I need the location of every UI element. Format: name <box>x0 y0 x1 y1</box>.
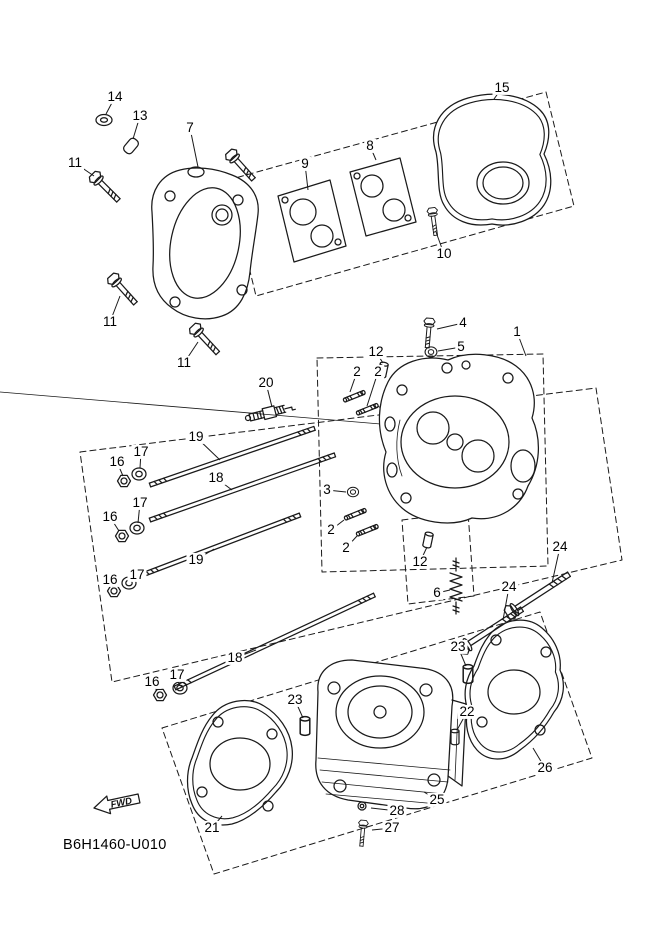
part-callout-2-15[interactable]: 2 <box>351 363 363 380</box>
part-callout-21-44[interactable]: 21 <box>202 819 222 836</box>
part-callout-15-7[interactable]: 15 <box>492 79 512 96</box>
part-21-cylinder-gasket <box>186 699 294 826</box>
part-callout-23-40[interactable]: 23 <box>285 691 305 708</box>
fwd-arrow: FWD <box>93 793 141 815</box>
part-callout-24-32[interactable]: 24 <box>499 578 519 595</box>
part-callout-11-10[interactable]: 11 <box>174 354 194 371</box>
part-callout-22-38[interactable]: 22 <box>457 703 477 720</box>
part-callout-10-8[interactable]: 10 <box>434 245 454 262</box>
part-8-plate <box>349 157 417 237</box>
part-callout-13-2[interactable]: 13 <box>130 107 150 124</box>
part-7-head-cover <box>151 166 259 320</box>
part-callout-9-5[interactable]: 9 <box>299 155 311 172</box>
part-callout-17-35[interactable]: 17 <box>167 666 187 683</box>
part-callout-19-28[interactable]: 19 <box>186 551 206 568</box>
part-callout-18-21[interactable]: 18 <box>206 469 226 486</box>
part-callout-24-33[interactable]: 24 <box>550 538 570 555</box>
part-callout-20-17[interactable]: 20 <box>256 374 276 391</box>
part-20-spark-plug <box>244 404 296 422</box>
diagram-code: B6H1460-U010 <box>63 837 167 853</box>
fwd-label: FWD <box>110 796 134 811</box>
part-19-stud <box>140 425 316 578</box>
part-callout-12-14[interactable]: 12 <box>366 343 386 360</box>
part-1-cylinder-head <box>378 353 540 524</box>
part-callout-16-30[interactable]: 16 <box>100 571 120 588</box>
part-14-washer <box>95 113 113 127</box>
part-callout-5-12[interactable]: 5 <box>455 338 467 355</box>
part-callout-11-4[interactable]: 11 <box>65 154 85 171</box>
part-callout-16-24[interactable]: 16 <box>100 508 120 525</box>
part-9-gasket-plate <box>277 179 347 263</box>
part-callout-4-11[interactable]: 4 <box>457 314 469 331</box>
part-callout-19-18[interactable]: 19 <box>186 428 206 445</box>
part-28-fitting <box>357 801 367 811</box>
part-callout-14-1[interactable]: 14 <box>105 88 125 105</box>
part-callout-2-26[interactable]: 2 <box>340 539 352 556</box>
part-13-grommet <box>123 137 139 155</box>
part-6-stud-spring <box>449 557 463 615</box>
part-callout-28-42[interactable]: 28 <box>387 802 407 819</box>
part-callout-26-39[interactable]: 26 <box>535 759 555 776</box>
part-callout-1-13[interactable]: 1 <box>511 323 523 340</box>
part-callout-11-9[interactable]: 11 <box>100 313 120 330</box>
part-callout-7-3[interactable]: 7 <box>184 119 196 136</box>
part-15-head-cover-gasket <box>432 93 552 226</box>
part-callout-25-41[interactable]: 25 <box>427 791 447 808</box>
part-callout-2-25[interactable]: 2 <box>325 521 337 538</box>
part-callout-12-27[interactable]: 12 <box>410 553 430 570</box>
part-callout-16-36[interactable]: 16 <box>142 673 162 690</box>
part-callout-27-43[interactable]: 27 <box>382 819 402 836</box>
part-callout-17-29[interactable]: 17 <box>127 566 147 583</box>
part-callout-16-20[interactable]: 16 <box>107 453 127 470</box>
part-callout-8-6[interactable]: 8 <box>364 137 376 154</box>
part-callout-17-23[interactable]: 17 <box>130 494 150 511</box>
part-callout-17-19[interactable]: 17 <box>131 443 151 460</box>
part-callout-18-34[interactable]: 18 <box>225 649 245 666</box>
part-callout-6-31[interactable]: 6 <box>431 584 443 601</box>
part-callout-23-37[interactable]: 23 <box>448 638 468 655</box>
part-callout-3-22[interactable]: 3 <box>321 481 333 498</box>
part-callout-2-16[interactable]: 2 <box>372 363 384 380</box>
